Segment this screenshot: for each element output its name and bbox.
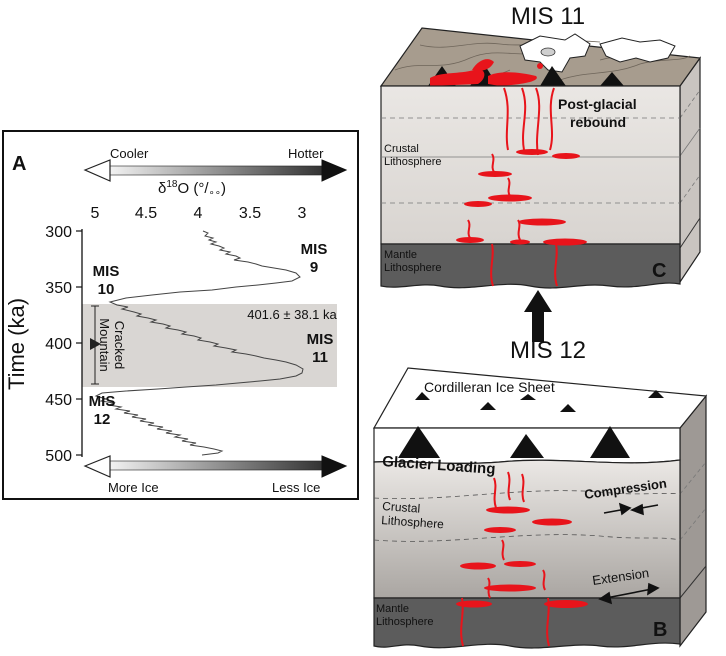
x-tick-label: 3: [298, 205, 307, 222]
panel-c-title: MIS 11: [511, 3, 585, 30]
block-c-mantle: [380, 243, 681, 289]
cooler-label: Cooler: [110, 146, 149, 161]
magma-sills-b: [456, 506, 588, 608]
panel-a-label: A: [12, 153, 26, 175]
date-label: 401.6 ± 38.1 ka: [247, 307, 337, 322]
block-b-crust: [373, 459, 681, 599]
x-tick-labels: 5 4.5 4 3.5 3: [91, 205, 307, 222]
x-tick-label: 3.5: [239, 205, 261, 222]
magma-dikes-b: [460, 471, 550, 647]
panel-c-label: C: [652, 260, 666, 282]
extension-arrows: [598, 582, 660, 605]
panel-a: A Cooler Hotter δ18O (°/∘∘) 5 4.5 4 3.5 …: [2, 130, 359, 500]
compression-arrows: [603, 502, 659, 516]
panel-b-label: B: [653, 619, 667, 641]
y-axis-ticks: [76, 230, 82, 456]
y-tick-label: 300: [45, 224, 72, 241]
y-tick-label: 500: [45, 448, 72, 465]
buried-mountains: [398, 426, 630, 458]
block-b-side: [679, 394, 707, 648]
ice-scale-arrow: [83, 455, 348, 478]
y-axis-title: Time (ka): [4, 298, 29, 390]
crustal-lithosphere-b-label: CrustalLithosphere: [381, 499, 446, 531]
x-tick-label: 4: [194, 205, 203, 222]
nunataks: [415, 390, 664, 412]
layer-line: [373, 490, 681, 500]
age-bracket: [90, 305, 101, 385]
less-ice-label: Less Ice: [272, 480, 320, 495]
x-axis-title: δ18O (°/∘∘): [158, 179, 226, 199]
panel-c: MIS 11: [379, 3, 702, 289]
block-c-side: [679, 56, 701, 284]
magma-sills: [456, 149, 587, 246]
y-tick-label: 350: [45, 280, 72, 297]
panel-b: MIS 12 Cordilleran Ice Sheet: [372, 337, 708, 649]
temperature-scale-arrow: [83, 159, 348, 182]
block-b-mantle: [373, 597, 681, 649]
lava-flows: [430, 59, 537, 86]
d18o-curve: [94, 230, 304, 456]
transition-arrow: [524, 290, 552, 342]
cordilleran-ice-sheet-label: Cordilleran Ice Sheet: [424, 379, 555, 395]
y-tick-label: 400: [45, 336, 72, 353]
layer-line: [373, 534, 681, 542]
x-tick-label: 4.5: [135, 205, 157, 222]
block-c-crust: [380, 85, 681, 245]
x-tick-label: 5: [91, 205, 100, 222]
hotter-label: Hotter: [288, 146, 324, 161]
remnant-ice: [519, 33, 676, 73]
y-tick-labels: 300 350 400 450 500: [45, 224, 72, 465]
y-tick-label: 450: [45, 392, 72, 409]
panel-b-title: MIS 12: [510, 337, 586, 364]
cracked-mountain-band: [82, 304, 337, 387]
more-ice-label: More Ice: [108, 480, 159, 495]
cracked-mountain-label: CrackedMountain: [97, 318, 127, 371]
